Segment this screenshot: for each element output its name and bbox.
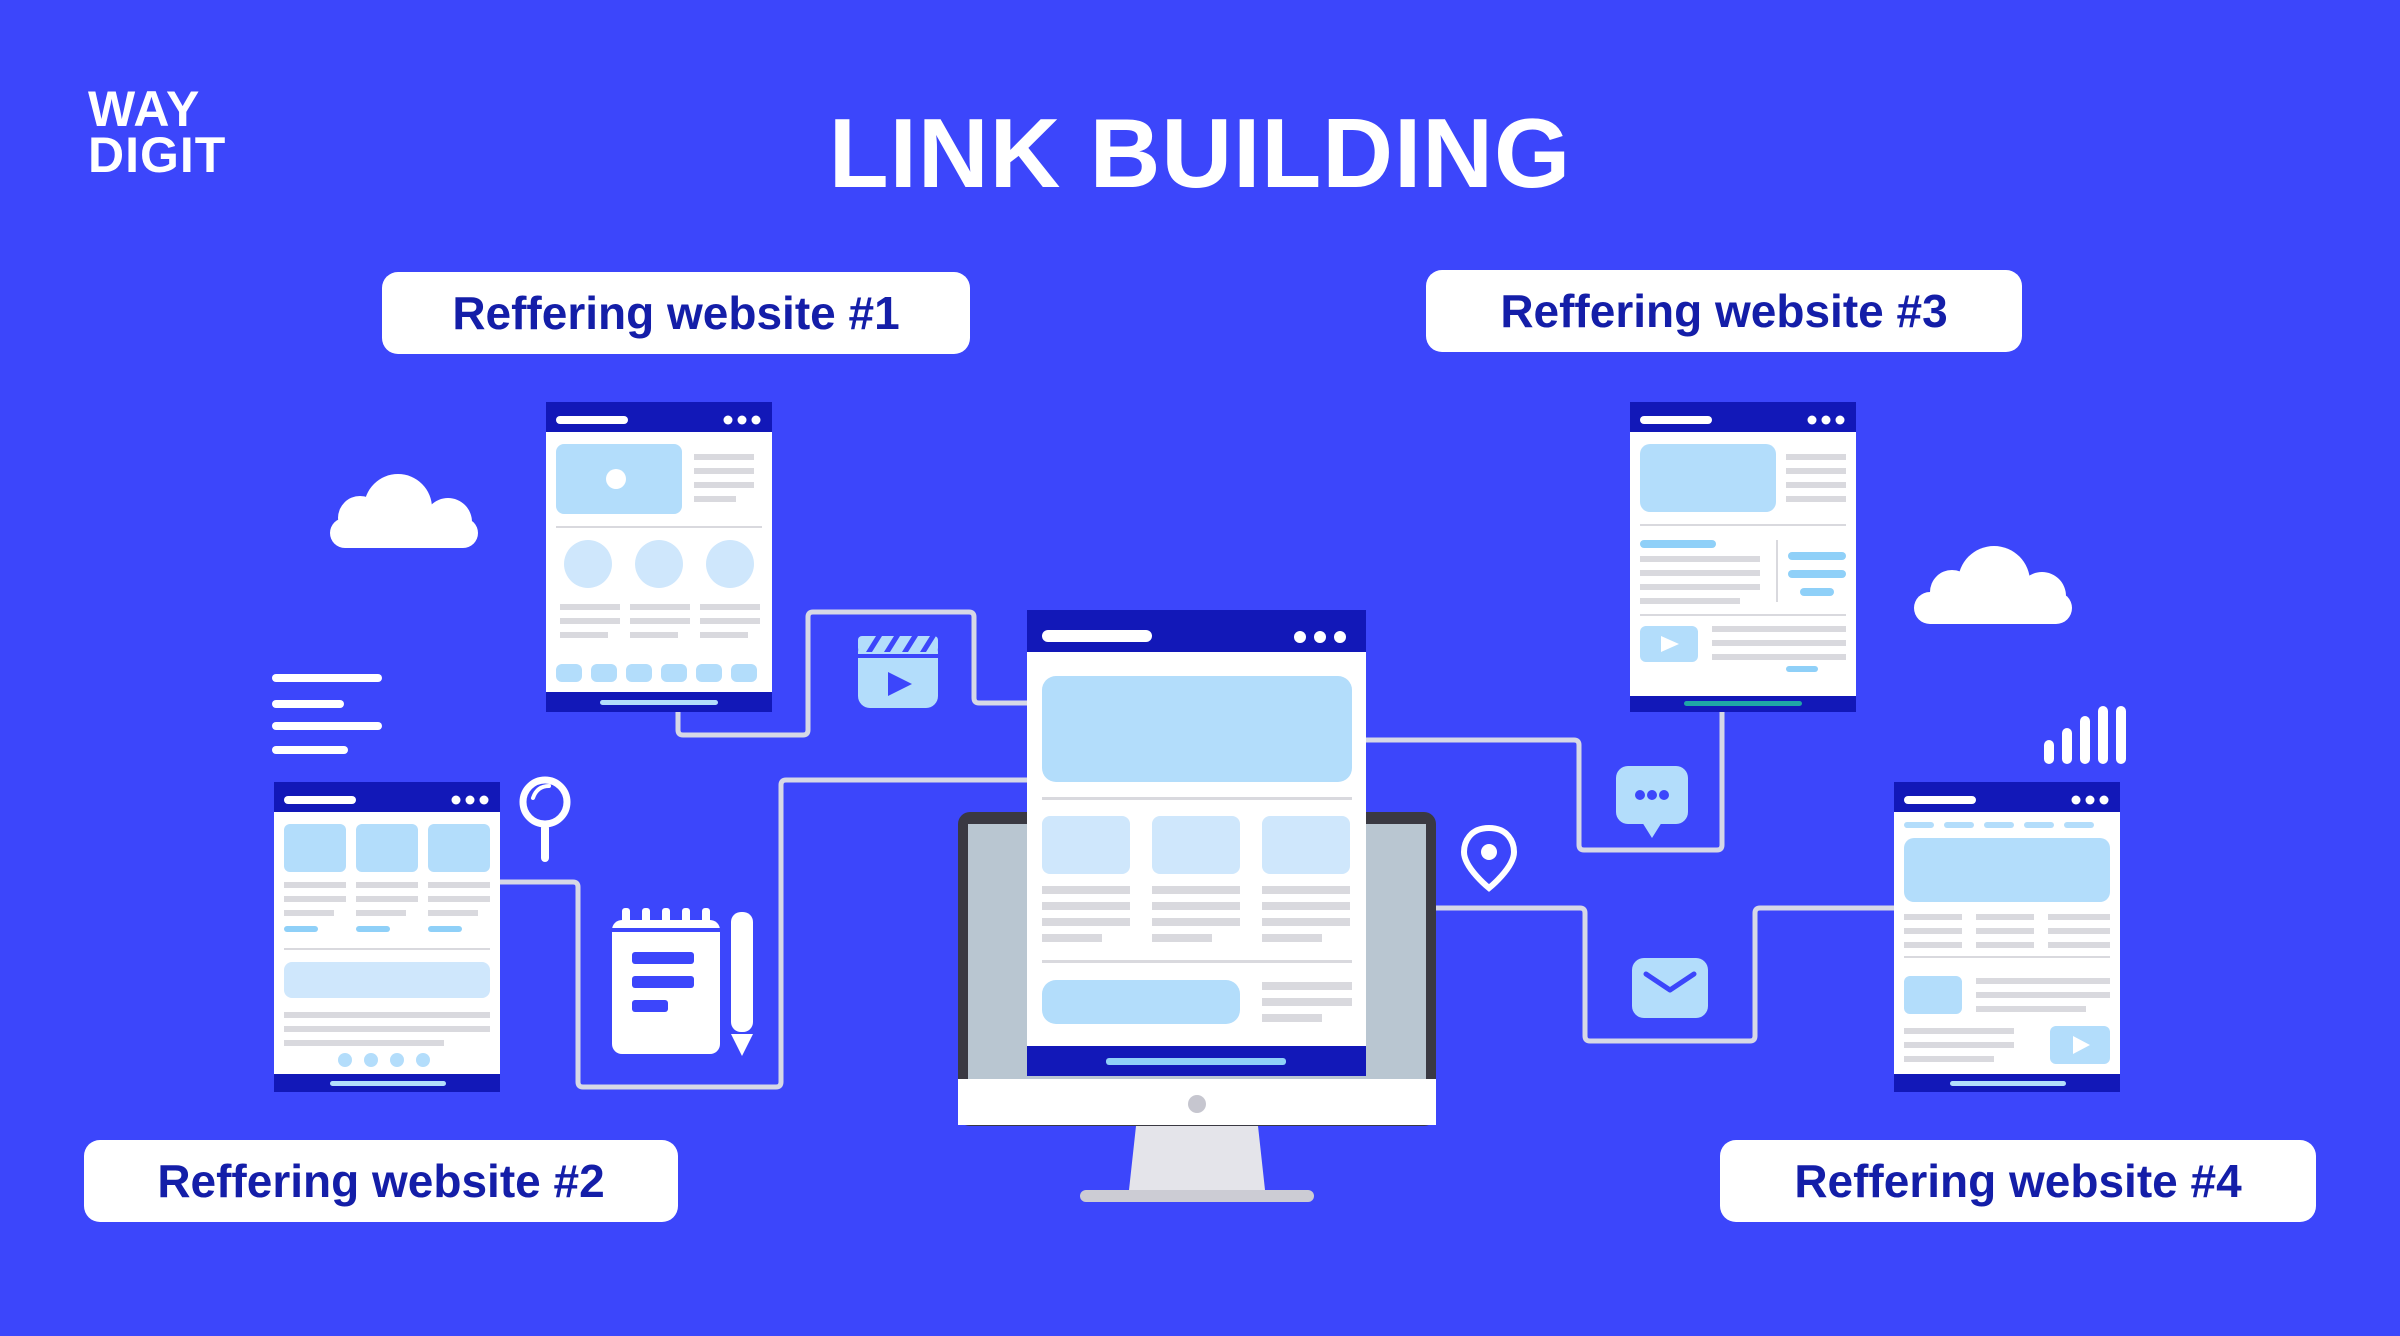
referring-website-4-label: Reffering website #4 (1720, 1140, 2316, 1222)
connector-site3 (1365, 712, 1725, 853)
main-website-window (1027, 610, 1366, 1076)
referring-website-3-label: Reffering website #3 (1426, 270, 2022, 352)
website-1-window (546, 402, 772, 712)
monitor-stand (1080, 1190, 1314, 1202)
location-pin-icon (1460, 824, 1518, 892)
monitor-button (1188, 1095, 1206, 1113)
connector-site2 (500, 777, 1030, 1090)
website-3-window (1630, 402, 1856, 712)
video-clapper-icon (858, 636, 938, 708)
pencil-icon (731, 912, 753, 1056)
connector-lines (500, 609, 1895, 1090)
page-title: LINK BUILDING (828, 98, 1572, 208)
mail-icon (1632, 958, 1708, 1018)
bar-chart-icon (2044, 706, 2126, 764)
notepad-icon (612, 908, 720, 1054)
cloud-icon (1914, 546, 2072, 624)
chat-bubble-icon (1616, 766, 1688, 838)
text-lines-icon (272, 674, 382, 754)
connector-site1 (675, 609, 1030, 738)
brand-logo-line2: DIGIT (88, 127, 227, 183)
brand-logo-line1: WAY (88, 81, 201, 137)
website-2-window (274, 782, 500, 1092)
connector-site4 (1365, 905, 1895, 1044)
referring-website-2-label: Reffering website #2 (84, 1140, 678, 1222)
referring-website-1-label: Reffering website #1 (382, 272, 970, 354)
monitor-neck (1129, 1126, 1265, 1190)
website-4-window (1894, 782, 2120, 1092)
brand-logo: WAY DIGIT (88, 81, 227, 183)
magnifier-icon (519, 776, 571, 862)
cloud-icon (330, 474, 478, 548)
